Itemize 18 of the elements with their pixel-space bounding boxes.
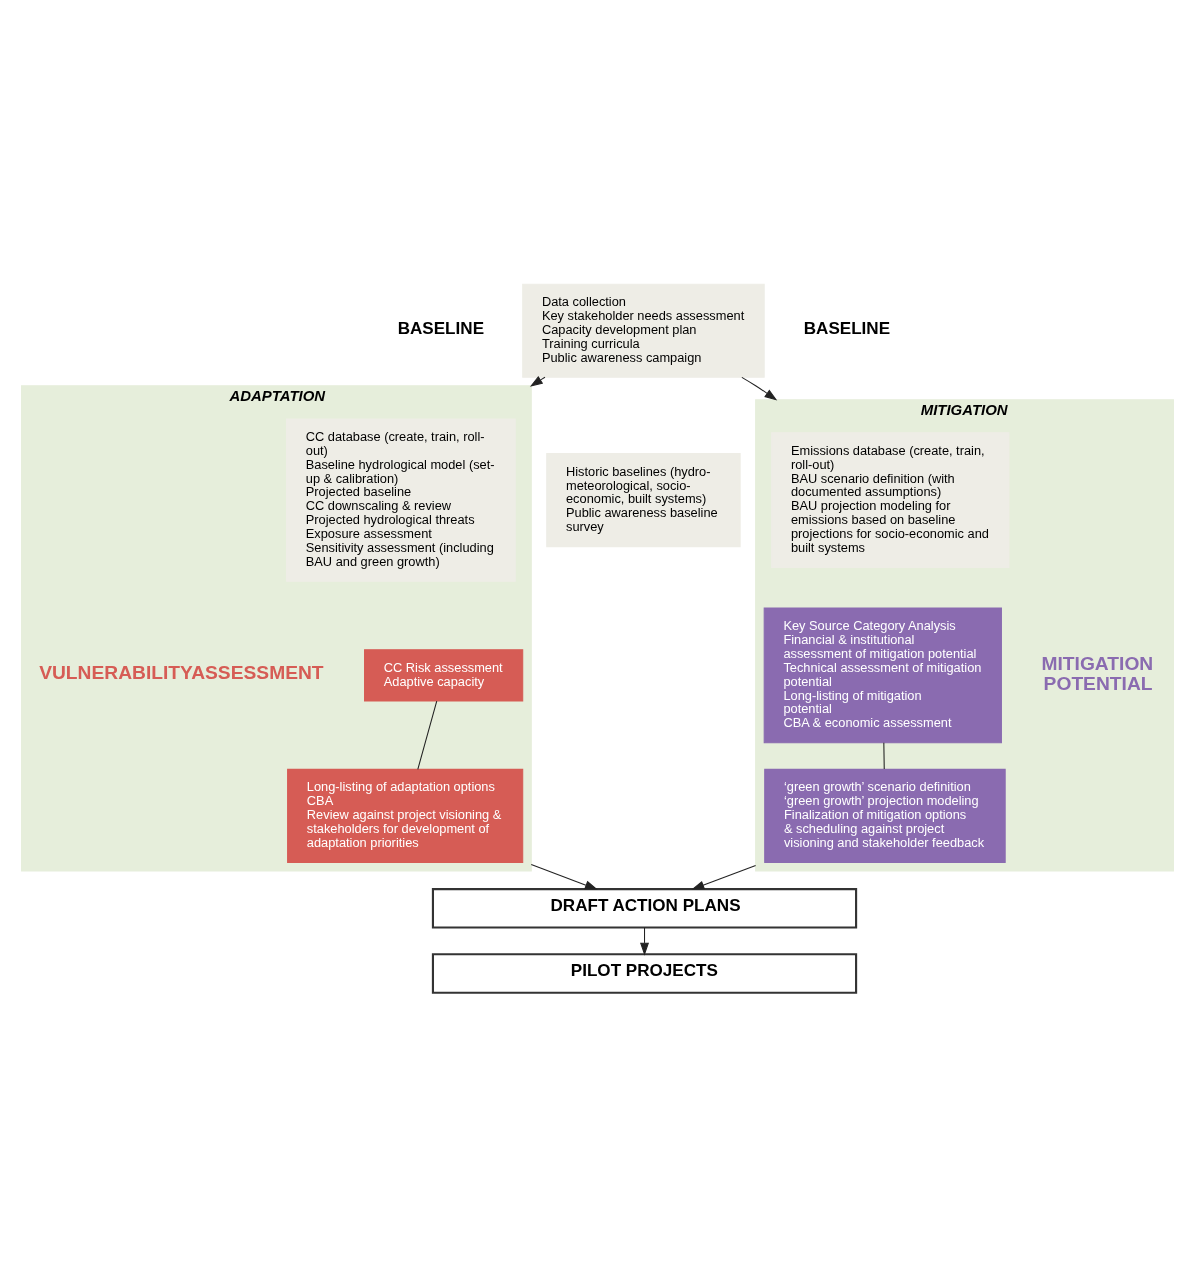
node-label: VULNERABILITYASSESSMENT	[39, 661, 324, 683]
arrow	[741, 376, 778, 401]
arrow	[529, 375, 546, 387]
node-box: Key Source Category Analysis Financial & institutional assessment of mitigation potential Technical assessment of mitigation potential Long-listing of mitigation potential CBA & economic assessment	[763, 607, 1002, 743]
node-box: CC Risk assessment Adaptive capacity	[364, 648, 524, 702]
arrow	[640, 926, 649, 956]
arrow	[691, 864, 757, 890]
label: BASELINE	[397, 318, 485, 338]
arrow	[530, 863, 598, 890]
node-box: Historic baselines (hydro-meteorological, socio-economic, built systems) Public awareness baseline survey	[546, 452, 741, 547]
node-box: DRAFT ACTION PLANS	[431, 887, 858, 929]
label: BASELINE	[803, 318, 891, 338]
node-box: Long-listing of adaptation options CBA Review against project visioning & stakeholders for development of adaptation priorities	[287, 768, 524, 863]
node-box: PILOT PROJECTS	[431, 952, 858, 994]
connector	[417, 700, 438, 770]
node-label: MITIGATION POTENTIAL	[1041, 652, 1154, 694]
node-box: ‘green growth’ scenario definition ‘green growth’ projection modeling Finalization of mitigation options & scheduling against project visioning and stakeholder feedback	[764, 768, 1006, 863]
connector	[883, 741, 885, 770]
